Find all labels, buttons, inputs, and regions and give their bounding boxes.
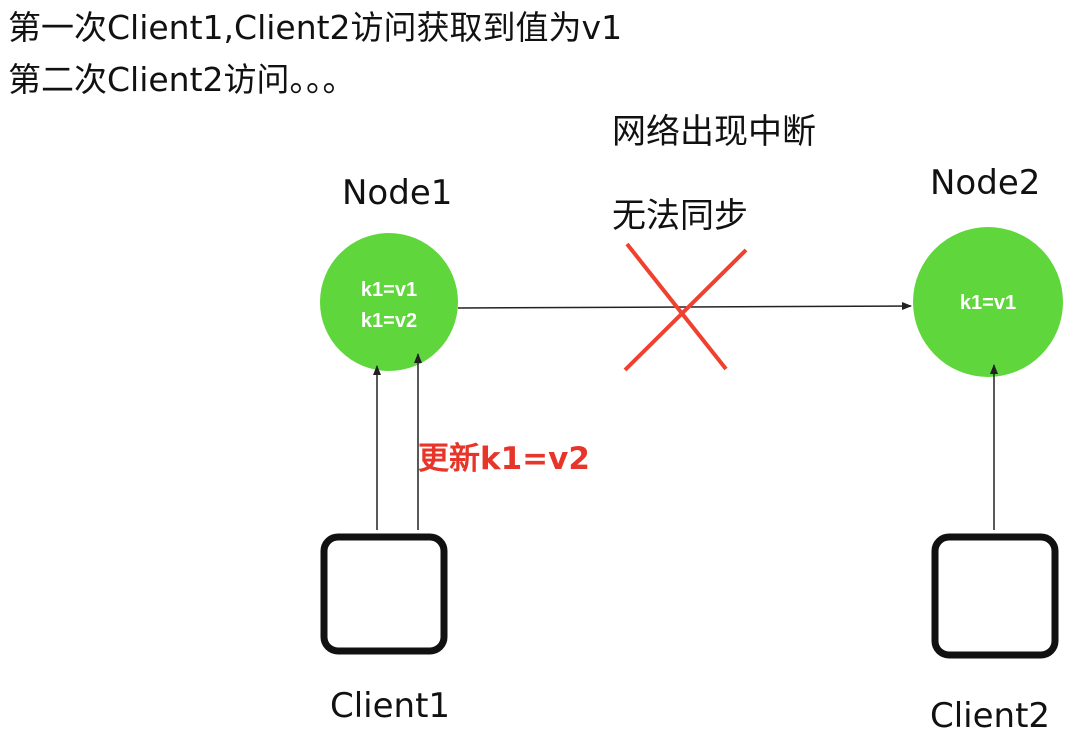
- sync-status-label: 无法同步: [612, 196, 748, 236]
- client1-label: Client1: [330, 686, 451, 726]
- network-status-label: 网络出现中断: [612, 112, 816, 152]
- node1-value-2: k1=v2: [361, 310, 417, 332]
- node1-value-1: k1=v1: [361, 279, 417, 301]
- description-line-2: 第二次Client2访问。。。: [8, 60, 356, 99]
- node1-circle: [320, 233, 458, 371]
- node2-circle: [913, 227, 1063, 377]
- cross-icon: [623, 242, 748, 372]
- client2-box: [931, 533, 1059, 659]
- client2-label: Client2: [930, 696, 1051, 736]
- sync-line: [457, 302, 912, 311]
- description-line-1: 第一次Client1,Client2访问获取到值为v1: [8, 8, 623, 47]
- update-label: 更新k1=v2: [418, 441, 590, 477]
- node1-title: Node1: [342, 173, 453, 213]
- node2-title: Node2: [930, 163, 1041, 203]
- client1-box: [320, 533, 448, 655]
- node2-value-1: k1=v1: [960, 292, 1016, 314]
